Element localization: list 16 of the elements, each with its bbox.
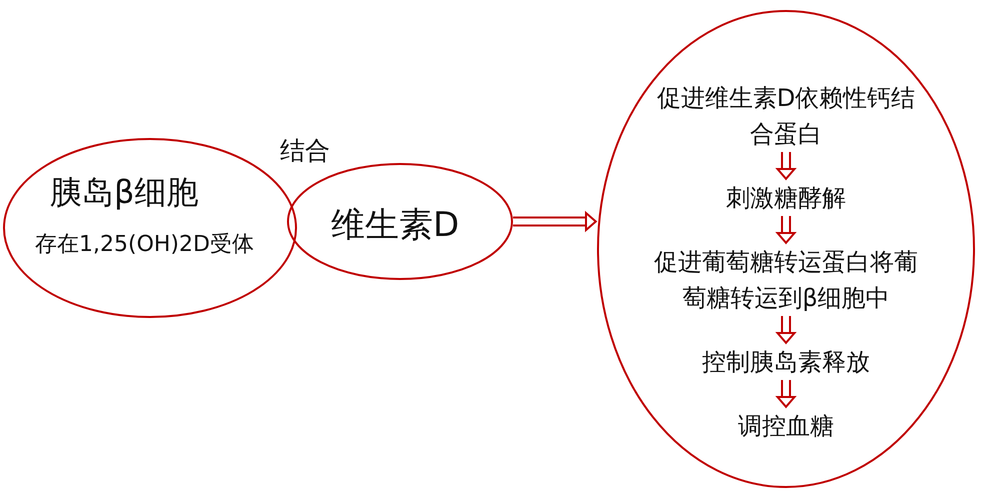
ellipse-node <box>287 163 513 280</box>
arrow <box>776 316 796 344</box>
node-subtitle: 存在1,25(OH)2D受体 <box>35 231 254 259</box>
step-text: 调控血糖 <box>738 408 834 444</box>
step-text: 促进葡萄糖转运蛋白将葡萄糖转运到β细胞中 <box>654 244 918 316</box>
step-text: 控制胰岛素释放 <box>702 344 870 380</box>
arrow <box>776 152 796 180</box>
arrow <box>776 216 796 244</box>
node-title: 胰岛β细胞 <box>50 173 198 211</box>
node-title: 维生素D <box>331 205 460 245</box>
ellipse-container <box>597 10 975 488</box>
annotation-text: 结合 <box>280 136 330 166</box>
arrow <box>776 380 796 408</box>
step-text: 刺激糖酵解 <box>726 180 846 216</box>
arrow <box>513 212 597 231</box>
step-text: 促进维生素D依赖性钙结合蛋白 <box>654 80 918 152</box>
